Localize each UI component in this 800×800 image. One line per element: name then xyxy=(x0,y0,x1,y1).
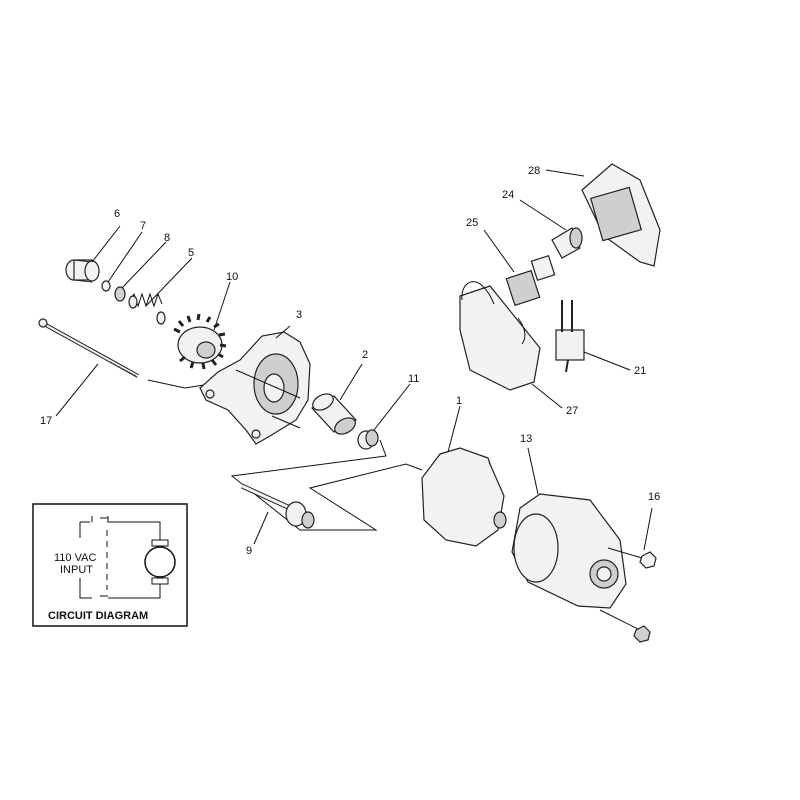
callout-21: 21 xyxy=(634,365,646,377)
callout-25: 25 xyxy=(466,217,478,229)
circuit-input-label: INPUT xyxy=(60,564,93,576)
callout-11: 11 xyxy=(408,373,419,385)
callout-13: 13 xyxy=(520,433,532,445)
part-6-bushing xyxy=(65,259,100,283)
part-11-cap xyxy=(357,429,379,450)
circuit-input-voltage-label: 110 VAC xyxy=(54,552,96,564)
part-24-knob xyxy=(551,227,583,259)
callout-9: 9 xyxy=(246,545,252,557)
part-2-sleeve xyxy=(311,393,357,435)
circuit-diagram-box xyxy=(32,503,188,627)
callout-5: 5 xyxy=(188,247,194,259)
part-9-shaft xyxy=(240,483,315,529)
part-10-gear xyxy=(173,313,227,370)
part-21-plug xyxy=(555,300,585,373)
part-28-cover-plate xyxy=(581,163,661,267)
leader-lines xyxy=(55,169,653,551)
part-13-motor xyxy=(511,493,643,631)
part-3-housing xyxy=(199,331,311,445)
callout-10: 10 xyxy=(226,271,238,283)
part-1-gearcase xyxy=(421,447,507,547)
part-7-washer xyxy=(101,280,111,292)
callout-8: 8 xyxy=(164,232,170,244)
circuit-diagram-title: CIRCUIT DIAGRAM xyxy=(48,610,148,622)
callout-3: 3 xyxy=(296,309,302,321)
callout-2: 2 xyxy=(362,349,368,361)
callout-24: 24 xyxy=(502,189,514,201)
assembly-path-line xyxy=(230,439,423,531)
callout-28: 28 xyxy=(528,165,540,177)
callout-27: 27 xyxy=(566,405,578,417)
part-25-switch xyxy=(505,254,556,307)
part-17-rod xyxy=(38,318,139,378)
part-8-disc xyxy=(114,286,126,302)
rod-assembly-line xyxy=(147,379,186,389)
callout-16: 16 xyxy=(648,491,660,503)
callout-17: 17 xyxy=(40,415,52,427)
callout-6: 6 xyxy=(114,208,120,220)
part-16-nut-bottom xyxy=(633,625,651,643)
callout-1: 1 xyxy=(456,395,462,407)
part-27-switch-housing xyxy=(459,281,541,391)
part-5-spring xyxy=(128,292,166,325)
callout-7: 7 xyxy=(140,220,146,232)
part-16-nut-top xyxy=(639,551,657,569)
